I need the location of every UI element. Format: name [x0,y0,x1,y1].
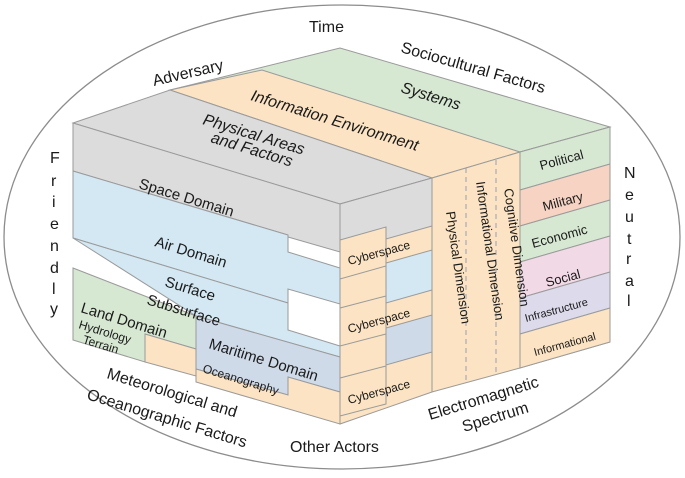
maritime-side-face [385,314,433,366]
svg-text:N: N [624,165,636,182]
svg-text:a: a [625,273,634,290]
svg-text:e: e [50,216,59,233]
air-side-face [385,249,433,304]
other-actors-label: Other Actors [290,439,379,456]
svg-text:d: d [50,260,59,277]
environment-ellipse [3,4,681,470]
svg-text:u: u [625,209,634,226]
svg-text:r: r [626,251,632,268]
svg-text:i: i [52,194,56,211]
neutral-label: Neu tra l [624,165,636,310]
svg-text:l: l [627,293,631,310]
cyberspace-cell-2 [339,295,387,347]
friendly-label: Fri end ly [50,150,60,318]
front-bottom-orange [195,368,341,425]
svg-text:F: F [50,150,60,167]
svg-text:r: r [51,173,57,190]
svg-text:t: t [627,231,632,248]
svg-text:n: n [50,238,59,255]
time-label: Time [309,19,344,36]
svg-text:y: y [50,301,58,318]
svg-text:l: l [52,281,56,298]
cyberspace-cell-1 [339,226,387,280]
svg-text:e: e [625,187,634,204]
